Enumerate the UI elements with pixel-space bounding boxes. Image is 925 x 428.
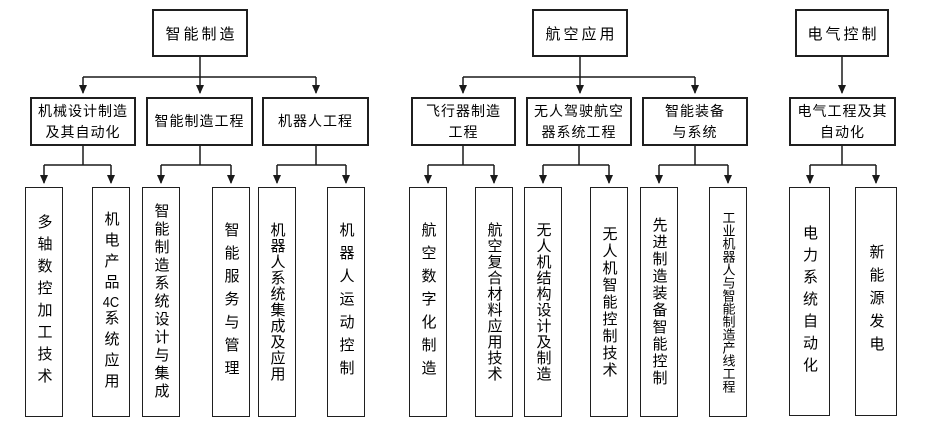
branch-node-electrical-engineering-automation: 电气工程及其 自动化 (789, 97, 896, 146)
branch-node-intelligent-equipment-systems: 智能装备 与系统 (642, 97, 748, 146)
leaf-node-power-system-automation: 电力系统自动化 (789, 187, 830, 416)
branch-node-intelligent-manufacturing-engineering: 智能制造工程 (146, 97, 253, 146)
leaf-node-uav-structure-design-manufacturing: 无人机结构设计及制造 (524, 187, 562, 417)
root-node-intelligent-manufacturing: 智能制造 (152, 9, 248, 57)
leaf-label-part: 系统应用 (102, 309, 120, 394)
leaf-node-im-system-design-integration: 智能制造系统设计与集成 (142, 187, 180, 417)
root-node-aviation-application: 航空应用 (532, 9, 628, 57)
leaf-node-uav-intelligent-control: 无人机智能控制技术 (590, 187, 628, 417)
leaf-node-industrial-robot-production-line: 工业机器人与智能制造产线工程 (709, 187, 747, 417)
branch-node-robot-engineering: 机器人工程 (262, 97, 369, 146)
leaf-label-part: 机电产品 (102, 210, 120, 295)
leaf-node-robot-motion-control: 机器人运动控制 (327, 187, 365, 417)
branch-node-uav-systems-engineering: 无人驾驶航空 器系统工程 (526, 97, 632, 146)
leaf-node-aviation-composite-materials: 航空复合材料应用技术 (475, 187, 513, 417)
leaf-node-aviation-digital-manufacturing: 航空数字化制造 (409, 187, 447, 417)
branch-node-mechanical-design-automation: 机械设计制造 及其自动化 (30, 97, 136, 146)
root-node-electrical-control: 电气控制 (795, 9, 889, 57)
leaf-node-multi-axis-cnc-machining: 多轴数控加工技术 (25, 187, 63, 417)
branch-node-aircraft-manufacturing-engineering: 飞行器制造 工程 (411, 97, 516, 146)
leaf-label-part-latin: 4C (102, 294, 120, 310)
leaf-node-new-energy-generation: 新能源发电 (855, 187, 897, 416)
leaf-node-robot-system-integration-application: 机器人系统集成及应用 (258, 187, 296, 417)
leaf-node-intelligent-service-management: 智能服务与管理 (212, 187, 250, 417)
leaf-node-advanced-equipment-intelligent-control: 先进制造装备智能控制 (640, 187, 678, 417)
